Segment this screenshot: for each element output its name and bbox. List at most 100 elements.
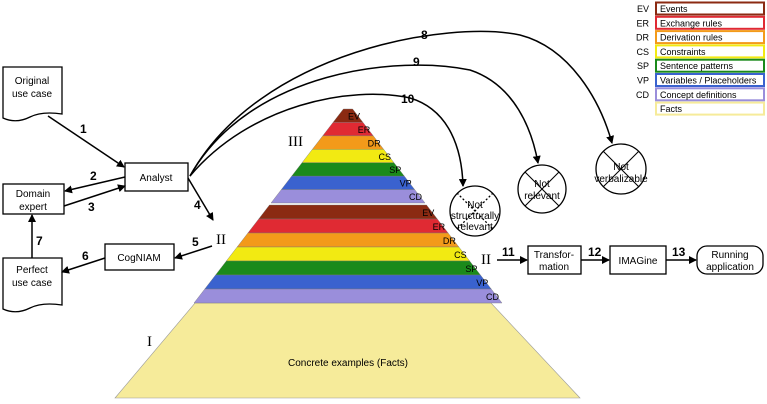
transformation-box: Transfor- mation: [527, 245, 582, 275]
legend-swatch: [655, 1, 765, 16]
legend-label: Sentence patterns: [660, 61, 734, 71]
arrow-12: 12: [581, 245, 610, 264]
not-verbalizable-line1: Not: [613, 162, 629, 173]
facts-label: Concrete examples (Facts): [288, 358, 408, 369]
top-band-vp: [280, 175, 416, 190]
legend-label: Facts: [660, 104, 683, 114]
mid-band-ev: [258, 204, 438, 220]
not-relevant-line1: Not: [534, 179, 550, 190]
arrow-7-label: 7: [36, 234, 43, 248]
mid-band-vp: [204, 274, 492, 290]
transformation-line1: Transfor-: [534, 250, 574, 261]
mid-band-label-dr: DR: [443, 236, 456, 246]
transformation-line2: mation: [539, 262, 569, 273]
roman-ii-left: II: [216, 232, 226, 248]
top-band-label-cd: CD: [409, 192, 422, 202]
middle-layer-stack: EV ER DR CS SP VP CD: [193, 204, 503, 304]
not-relevant-circle: Not relevant: [517, 164, 567, 214]
mid-band-cd: [193, 288, 503, 304]
legend-swatch: [655, 87, 765, 102]
facts-band: [114, 302, 581, 399]
mid-band-label-ev: EV: [422, 208, 434, 218]
arrow-2: 2: [64, 169, 126, 194]
mid-band-label-vp: VP: [476, 278, 488, 288]
mid-band-label-cs: CS: [454, 250, 467, 260]
analyst-box: Analyst: [124, 162, 189, 192]
arrow-11: 11: [497, 245, 528, 264]
legend-code: VP: [637, 76, 649, 86]
cogniam-box: CogNIAM: [104, 243, 175, 271]
arrow-7: 7: [28, 214, 43, 258]
legend-label: Derivation rules: [660, 33, 723, 43]
legend-label: Events: [660, 4, 688, 14]
arrow-6: 6: [61, 249, 106, 274]
roman-iii: III: [288, 134, 303, 150]
arrow-10: 10: [189, 92, 467, 187]
legend-code: CD: [636, 90, 649, 100]
arrow-8: 8: [189, 28, 614, 177]
arrow-1-label: 1: [80, 122, 87, 136]
top-band-label-vp: VP: [400, 179, 412, 189]
arrow-1: 1: [47, 115, 125, 168]
arrow-3-label: 3: [88, 200, 95, 214]
mid-band-er: [247, 218, 449, 234]
legend-swatch: [655, 44, 765, 59]
domain-expert-line1: Domain: [16, 189, 50, 200]
imagine-box: IMAGine: [609, 245, 667, 275]
mid-band-label-er: ER: [433, 222, 446, 232]
perfect-use-case-line2: use case: [12, 278, 52, 289]
arrow-4-label: 4: [194, 198, 201, 212]
arrow-11-label: 11: [502, 245, 515, 259]
roman-i: I: [147, 334, 152, 350]
perfect-use-case-line1: Perfect: [16, 265, 48, 276]
cogniam-label: CogNIAM: [117, 253, 160, 264]
not-structurally-relevant-line2: structurally: [451, 211, 499, 222]
domain-expert-line2: expert: [19, 202, 47, 213]
original-use-case-box: Original use case: [2, 66, 63, 122]
legend-swatch: [655, 73, 765, 87]
mid-band-label-sp: SP: [465, 264, 477, 274]
arrow-9: 9: [189, 55, 541, 177]
not-verbalizable-line2: verbalizable: [594, 174, 648, 185]
arrow-13: 13: [666, 245, 697, 264]
top-band-label-er: ER: [358, 125, 371, 135]
top-band-cd: [270, 189, 426, 204]
running-application-line2: application: [706, 262, 754, 273]
legend-label: Constraints: [660, 47, 706, 57]
legend-code: ER: [636, 18, 649, 28]
top-band-label-sp: SP: [389, 165, 401, 175]
mid-band-sp: [215, 260, 481, 276]
arrow-12-label: 12: [588, 245, 602, 259]
domain-expert-box: Domain expert: [2, 183, 65, 215]
arrow-9-label: 9: [413, 55, 420, 69]
mid-band-cs: [225, 246, 471, 262]
imagine-label: IMAGine: [619, 256, 658, 267]
legend-swatch: [655, 101, 765, 116]
top-band-sp: [291, 162, 405, 177]
original-use-case-line1: Original: [15, 76, 49, 87]
legend-label: Concept definitions: [660, 90, 737, 100]
legend-code: SP: [637, 61, 649, 71]
running-application-box: Running application: [696, 245, 764, 275]
legend-label: Variables / Placeholders: [660, 76, 757, 86]
legend-code: DR: [636, 33, 649, 43]
arrow-13-label: 13: [672, 245, 686, 259]
not-verbalizable-circle: Not verbalizable: [594, 143, 648, 195]
original-use-case-line2: use case: [12, 89, 52, 100]
arrow-4: 4: [187, 177, 214, 221]
arrow-8-label: 8: [421, 28, 428, 42]
legend-swatch: [655, 30, 765, 45]
analyst-label: Analyst: [140, 173, 173, 184]
top-band-label-ev: EV: [348, 111, 360, 121]
arrow-2-label: 2: [90, 169, 97, 183]
legend-code: CS: [636, 47, 649, 57]
roman-ii-right: II: [481, 252, 491, 268]
not-relevant-line2: relevant: [524, 191, 560, 202]
mid-band-label-cd: CD: [486, 292, 499, 302]
legend-swatch: [655, 58, 765, 73]
legend-label: Exchange rules: [660, 18, 723, 28]
top-band-label-dr: DR: [368, 138, 381, 148]
